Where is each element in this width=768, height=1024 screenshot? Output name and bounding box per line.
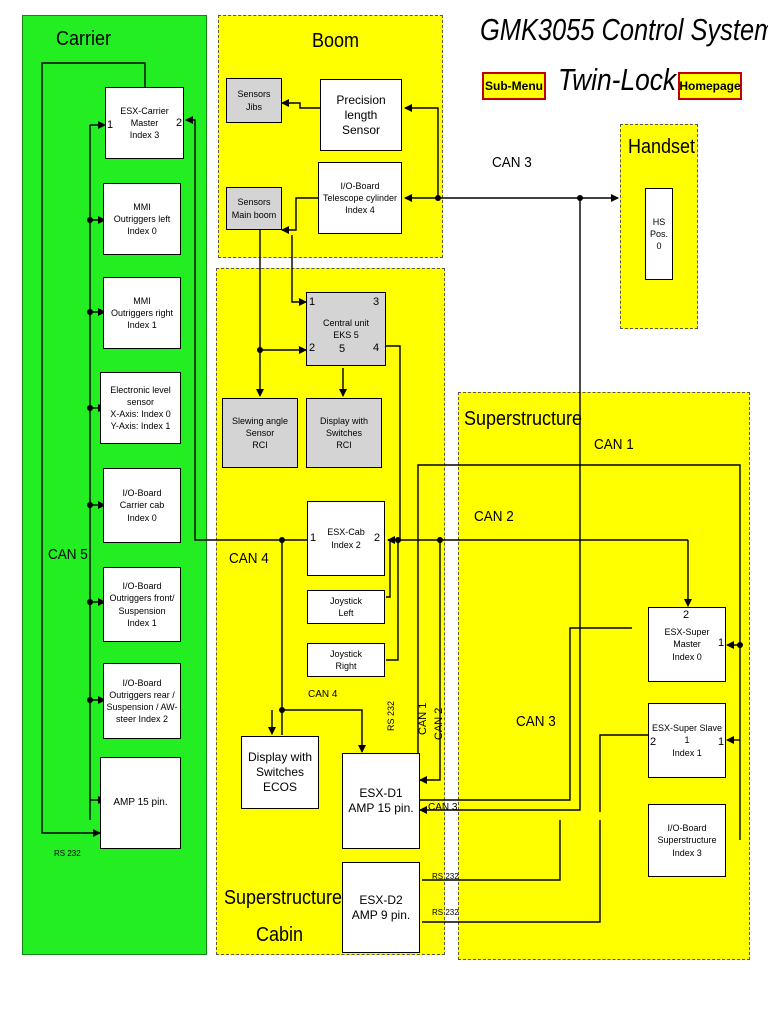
carrier-master-port-2: 2 — [176, 117, 183, 129]
can2-label: CAN 2 — [474, 508, 514, 525]
central-port-1: 1 — [309, 296, 316, 308]
sub-menu-button[interactable]: Sub-Menu — [482, 72, 546, 100]
super-master-port-1: 1 — [718, 637, 725, 649]
can3-label: CAN 3 — [492, 154, 532, 171]
rs232-carrier-label: RS 232 — [54, 849, 81, 858]
super-slave-port-1: 1 — [718, 736, 725, 748]
super-slave-port-2: 2 — [650, 736, 657, 748]
can4-label-lower: CAN 4 — [308, 689, 338, 700]
esx-cab-port-1: 1 — [310, 532, 317, 544]
can5-outer-loop — [41, 62, 146, 837]
handset-title: Handset — [628, 136, 696, 158]
rs232-d2-label-upper: RS 232 — [432, 872, 459, 881]
superstructure-title: Superstructure — [464, 408, 583, 430]
page-title: GMK3055 Control System — [480, 12, 768, 47]
central-port-4: 4 — [373, 342, 380, 354]
can1-bus — [417, 464, 741, 840]
super-master-port-2: 2 — [683, 609, 690, 621]
esx-cab-port-2: 2 — [374, 532, 381, 544]
can2-vertical-label: CAN 2 — [433, 707, 445, 740]
carrier-master-port-1: 1 — [107, 119, 114, 131]
carrier-title: Carrier — [56, 28, 112, 50]
can4-to-carrier-master — [185, 116, 307, 541]
can1-label: CAN 1 — [594, 436, 634, 453]
central-port-2: 2 — [309, 342, 316, 354]
can3-label-d1: CAN 3 — [428, 802, 458, 813]
boom-title: Boom — [312, 30, 360, 52]
can3-label-super: CAN 3 — [516, 713, 556, 730]
can5-label: CAN 5 — [48, 546, 88, 563]
rs232-vertical-label: RS 232 — [386, 700, 396, 731]
central-port-3: 3 — [373, 296, 380, 308]
central-port-5: 5 — [339, 343, 346, 355]
cabin-title-line1: Superstructure — [224, 887, 343, 909]
homepage-button[interactable]: Homepage — [678, 72, 742, 100]
can4-label: CAN 4 — [229, 550, 269, 567]
can1-vertical-label: CAN 1 — [417, 702, 429, 735]
cabin-title-line2: Cabin — [256, 924, 304, 946]
page-subtitle: Twin-Lock — [558, 62, 677, 97]
rs232-d2-label-lower: RS 232 — [432, 908, 459, 917]
carrier-amp-box[interactable]: AMP 15 pin. — [100, 757, 181, 849]
